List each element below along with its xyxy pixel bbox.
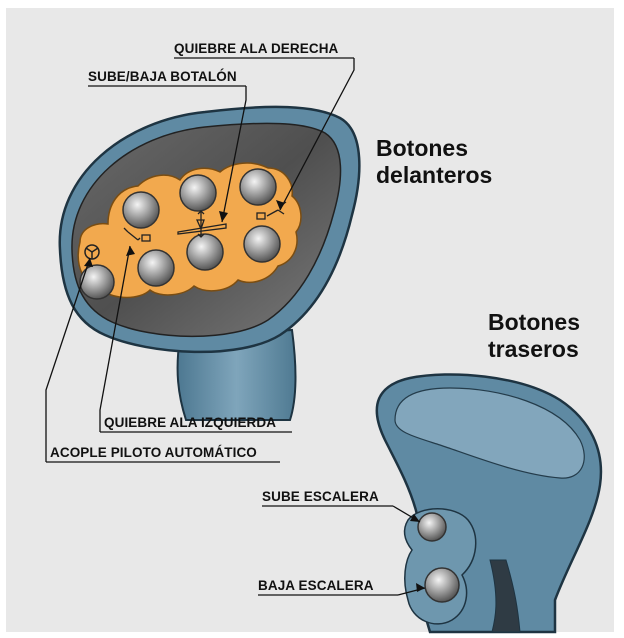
front-button-2[interactable] [123,192,159,228]
heading-rear-line2: traseros [488,336,580,363]
heading-front-buttons: Botones delanteros [376,135,492,189]
heading-front-line1: Botones [376,135,492,162]
front-joystick [46,58,359,462]
label-ladder-up: SUBE ESCALERA [262,489,379,504]
label-ladder-down: BAJA ESCALERA [258,578,374,593]
heading-front-line2: delanteros [376,162,492,189]
label-boom-up-down: SUBE/BAJA BOTALÓN [88,69,237,84]
front-button-6[interactable] [240,169,276,205]
heading-rear-line1: Botones [488,309,580,336]
label-autopilot-engage: ACOPLE PILOTO AUTOMÁTICO [50,445,257,460]
heading-rear-buttons: Botones traseros [488,309,580,363]
rear-button-ladder-down[interactable] [425,568,459,602]
front-button-7[interactable] [244,226,280,262]
front-button-1[interactable] [80,265,114,299]
label-right-wing-fold: QUIEBRE ALA DERECHA [174,41,338,56]
label-left-wing-fold: QUIEBRE ALA IZQUIERDA [104,415,276,430]
front-button-4[interactable] [180,175,216,211]
rear-button-ladder-up[interactable] [418,513,446,541]
front-button-5[interactable] [187,234,223,270]
front-button-3[interactable] [138,250,174,286]
